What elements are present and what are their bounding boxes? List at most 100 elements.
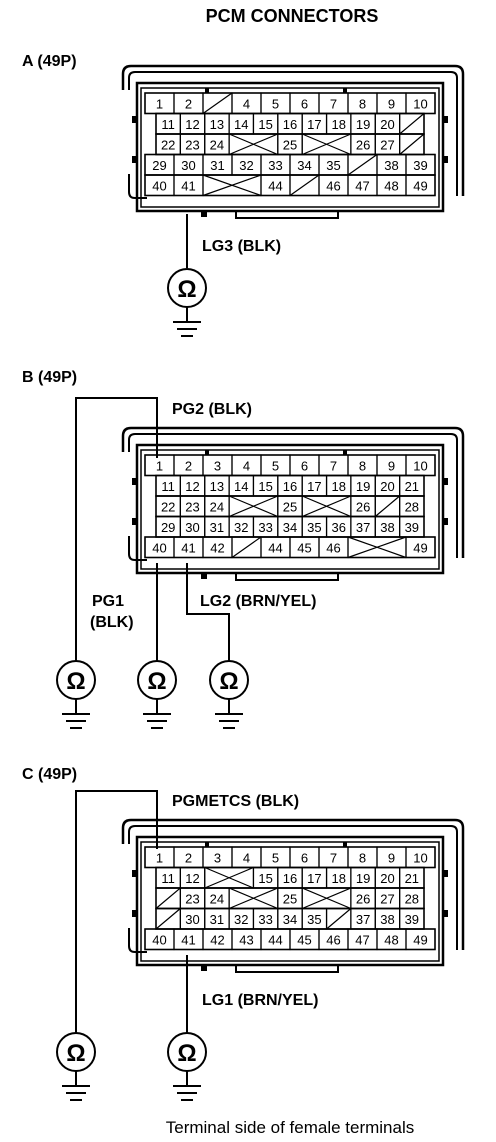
pin-32: 32 (234, 912, 248, 927)
pin-9: 9 (388, 96, 395, 111)
pin-40: 40 (152, 178, 166, 193)
pin-36: 36 (331, 520, 345, 535)
pin-6: 6 (301, 96, 308, 111)
pin-3: 3 (214, 458, 221, 473)
pin-19: 19 (356, 479, 370, 494)
pin-34: 34 (283, 912, 297, 927)
connector-b-wiring: PG2 (BLK) PG1 (BLK) LG2 (BRN/YEL) Ω Ω (56, 397, 316, 729)
ohmmeter-c-lg1: Ω (167, 1032, 207, 1101)
pin-1: 1 (156, 458, 163, 473)
pin-40: 40 (152, 540, 166, 555)
pin-41: 41 (181, 932, 195, 947)
pin-29: 29 (161, 520, 175, 535)
pin-25: 25 (283, 137, 297, 152)
pin-23: 23 (185, 891, 199, 906)
pin-22: 22 (161, 137, 175, 152)
pin-21: 21 (405, 871, 419, 886)
connector-a-label: A (49P) (22, 53, 77, 70)
pin-11: 11 (161, 479, 175, 494)
pin-45: 45 (297, 540, 311, 555)
connector-b-label: B (49P) (22, 369, 77, 386)
pin-31: 31 (210, 158, 224, 173)
pin-39: 39 (413, 158, 427, 173)
pin-4: 4 (243, 458, 250, 473)
pin-27: 27 (380, 137, 394, 152)
pin-46: 46 (326, 178, 340, 193)
pin-28: 28 (405, 499, 419, 514)
pin-5: 5 (272, 458, 279, 473)
ohm-symbol-icon: Ω (177, 1040, 196, 1067)
ohmmeter-b-pg1: Ω (137, 660, 177, 729)
pin-49: 49 (413, 540, 427, 555)
pin-26: 26 (356, 499, 370, 514)
pin-2: 2 (185, 96, 192, 111)
pin-31: 31 (210, 520, 224, 535)
pin-40: 40 (152, 932, 166, 947)
pin-35: 35 (307, 912, 321, 927)
pin-5: 5 (272, 96, 279, 111)
pin-2: 2 (185, 458, 192, 473)
pin-48: 48 (384, 178, 398, 193)
pin-8: 8 (359, 458, 366, 473)
pin-14: 14 (234, 117, 248, 132)
pin-12: 12 (185, 871, 199, 886)
pin-4: 4 (243, 850, 250, 865)
pin-8: 8 (359, 850, 366, 865)
pin-32: 32 (239, 158, 253, 173)
pin-22: 22 (161, 499, 175, 514)
connector-a-wiring: LG3 (BLK) Ω (167, 214, 281, 337)
pin-42: 42 (210, 932, 224, 947)
pin-10: 10 (413, 850, 427, 865)
pin-46: 46 (326, 932, 340, 947)
connector-c-label: C (49P) (22, 766, 77, 783)
pin-20: 20 (380, 117, 394, 132)
pin-14: 14 (234, 479, 248, 494)
pin-25: 25 (283, 891, 297, 906)
pin-30: 30 (185, 912, 199, 927)
pin-30: 30 (185, 520, 199, 535)
ohm-symbol-icon: Ω (66, 1040, 85, 1067)
connector-c-wiring: PGMETCS (BLK) LG1 (BRN/YEL) Ω Ω (56, 790, 318, 1101)
pin-46: 46 (326, 540, 340, 555)
pin-20: 20 (380, 479, 394, 494)
pin-17: 17 (307, 479, 321, 494)
pin-41: 41 (181, 178, 195, 193)
pin-35: 35 (307, 520, 321, 535)
pin-21: 21 (405, 479, 419, 494)
pin-10: 10 (413, 458, 427, 473)
pin-6: 6 (301, 850, 308, 865)
pin-16: 16 (283, 479, 297, 494)
pin-1: 1 (156, 850, 163, 865)
pin-24: 24 (210, 891, 224, 906)
ohm-symbol-icon: Ω (177, 276, 196, 303)
pin-26: 26 (356, 137, 370, 152)
pin-49: 49 (413, 932, 427, 947)
pin-26: 26 (356, 891, 370, 906)
pin-35: 35 (326, 158, 340, 173)
wire-pg1-color: (BLK) (90, 614, 134, 631)
wire-lg2-label: LG2 (BRN/YEL) (200, 593, 316, 610)
pin-42: 42 (210, 540, 224, 555)
wire-lg1-label: LG1 (BRN/YEL) (202, 992, 318, 1009)
ohmmeter-a-lg3: Ω (167, 268, 207, 337)
pin-6: 6 (301, 458, 308, 473)
ohmmeter-c-pgmetcs: Ω (56, 1032, 96, 1101)
pin-37: 37 (356, 520, 370, 535)
pin-28: 28 (405, 891, 419, 906)
pin-9: 9 (388, 458, 395, 473)
ohm-symbol-icon: Ω (219, 668, 238, 695)
wire-pgmetcs-label: PGMETCS (BLK) (172, 793, 299, 810)
pin-18: 18 (331, 479, 345, 494)
wire-pg2-label: PG2 (BLK) (172, 401, 252, 418)
pin-17: 17 (307, 871, 321, 886)
pin-44: 44 (268, 540, 282, 555)
pin-16: 16 (283, 871, 297, 886)
pin-24: 24 (210, 137, 224, 152)
pin-38: 38 (380, 912, 394, 927)
pin-19: 19 (356, 117, 370, 132)
pin-10: 10 (413, 96, 427, 111)
